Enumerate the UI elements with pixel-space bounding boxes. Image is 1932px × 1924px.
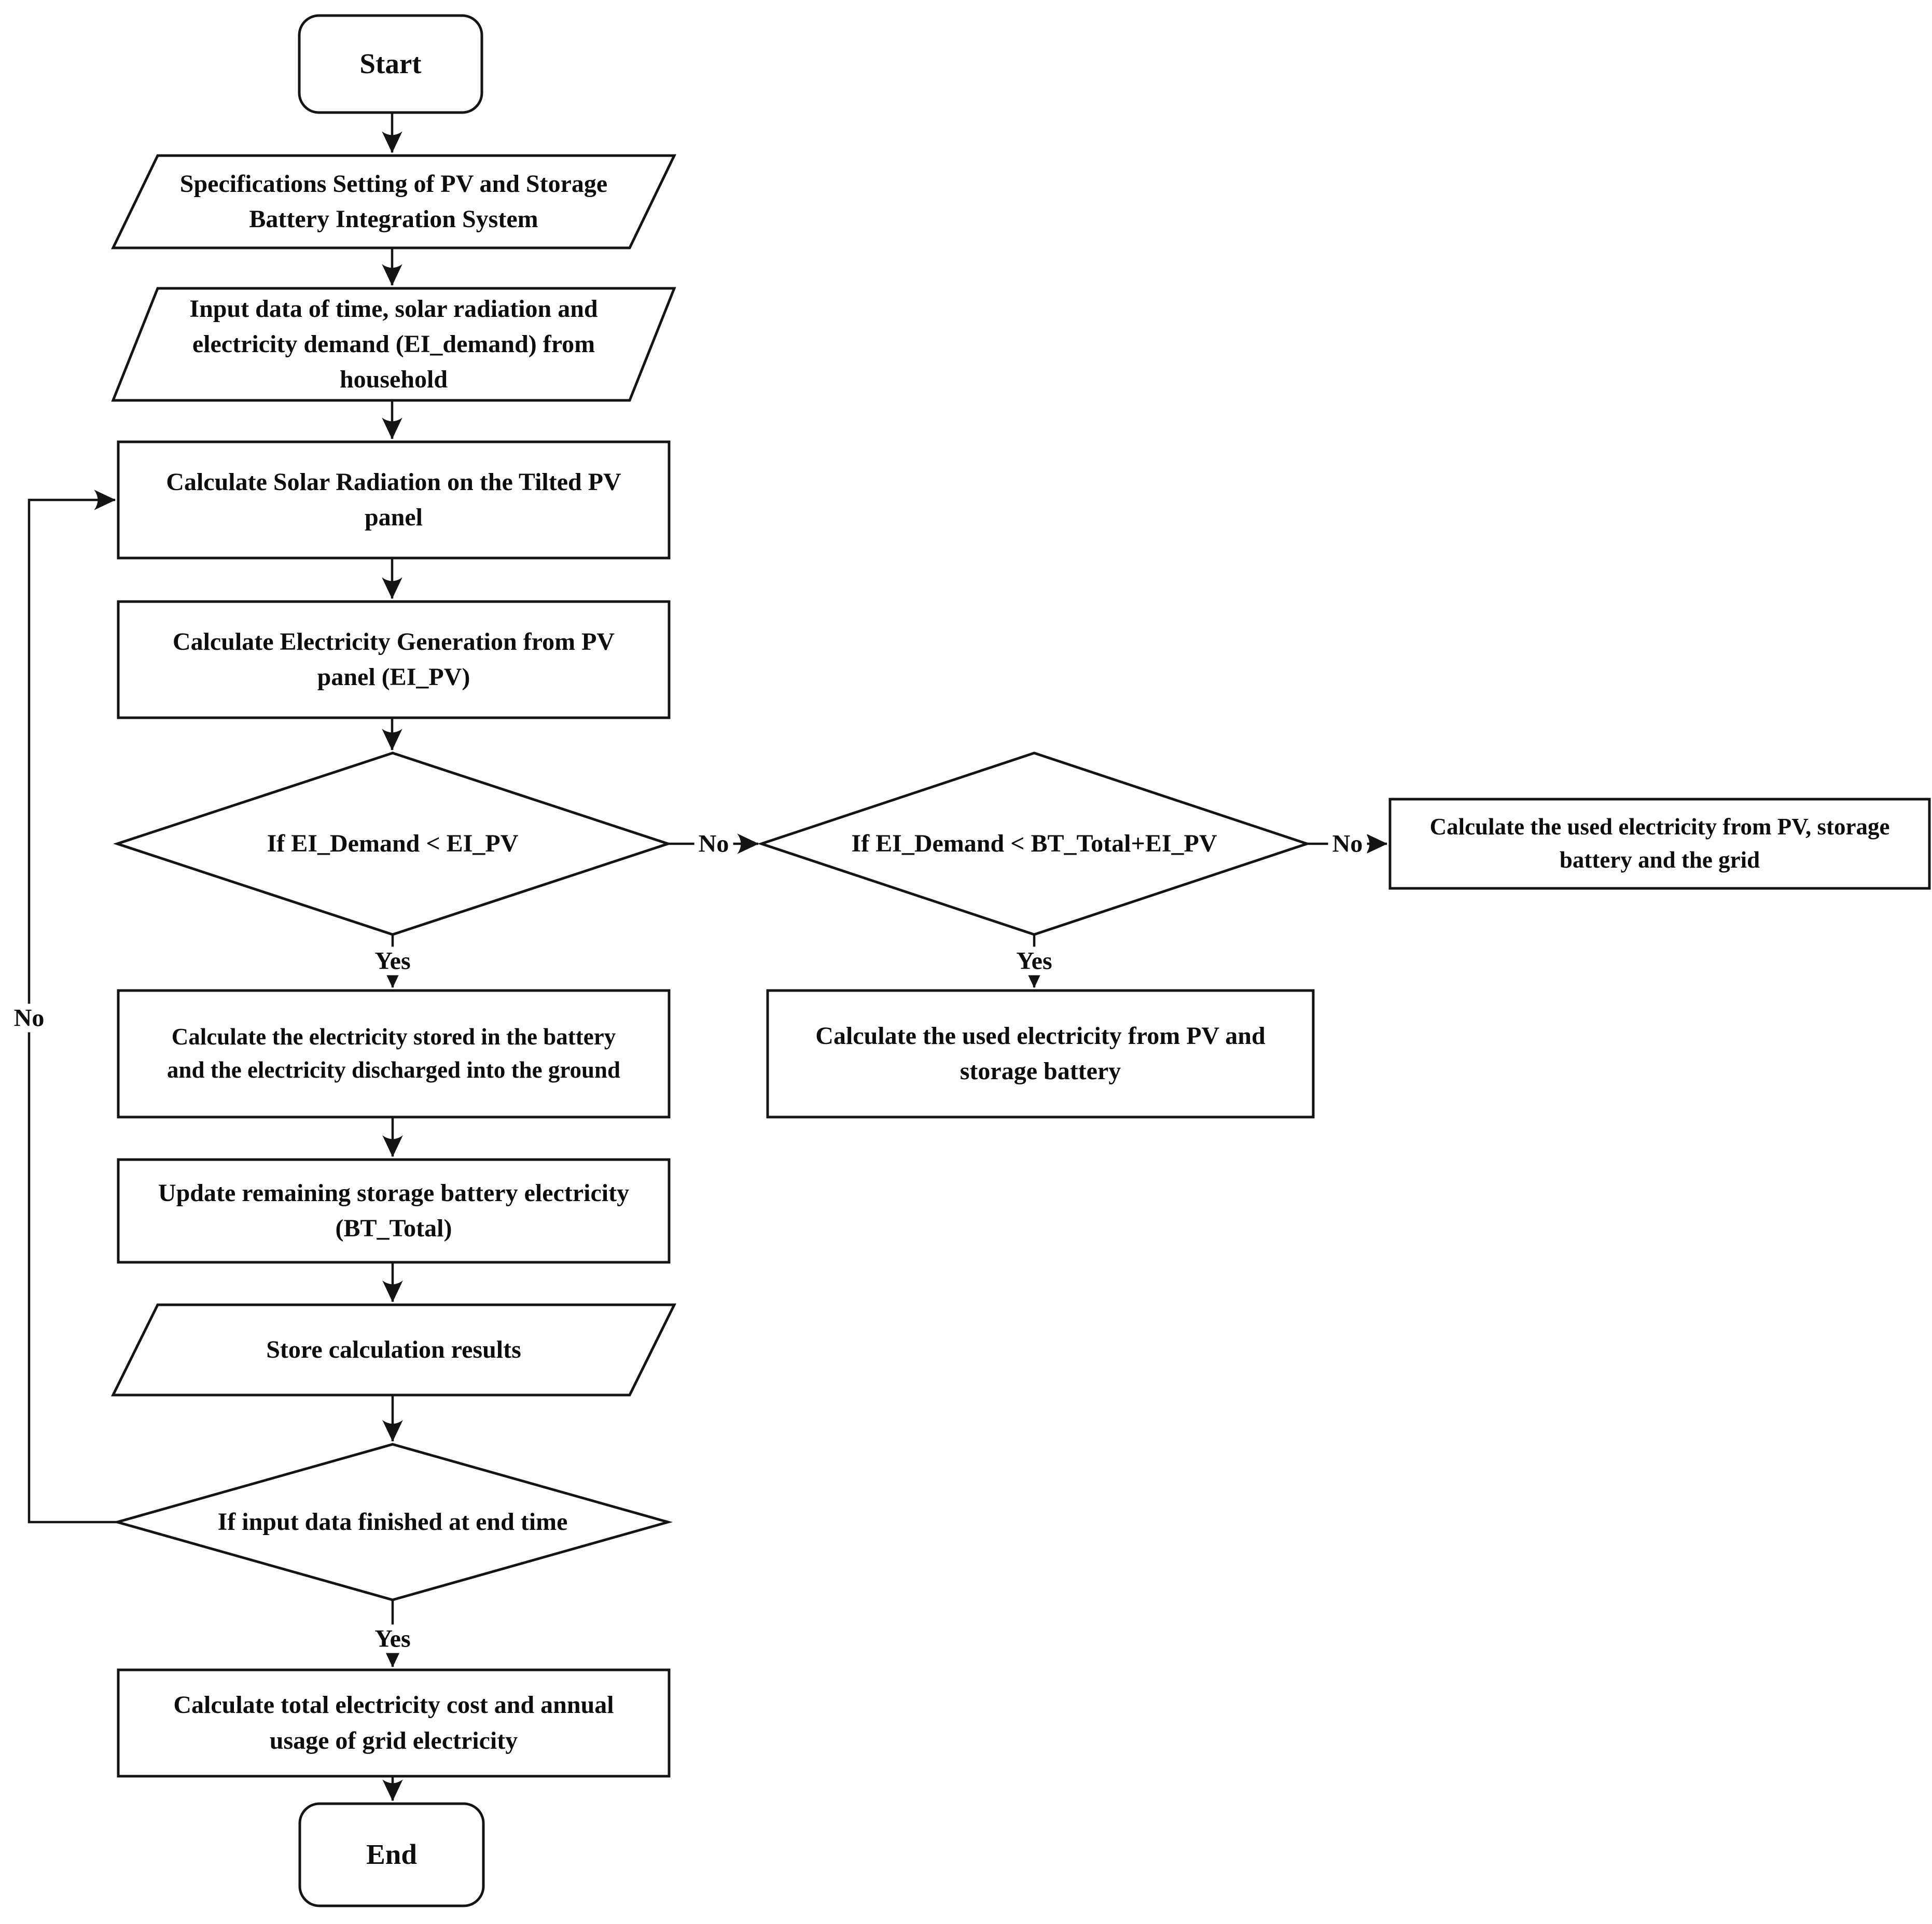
calc-pv-battery-shape bbox=[766, 989, 1315, 1119]
calc-generation-shape bbox=[117, 600, 671, 719]
update-bt-total-shape bbox=[117, 1158, 671, 1264]
input-data-parallelogram-shape bbox=[111, 287, 676, 402]
calc-pv-battery-grid-shape bbox=[1388, 798, 1931, 890]
start-terminator-shape bbox=[298, 14, 483, 114]
decision-end-time-shape bbox=[112, 1443, 673, 1601]
calc-solar-radiation-shape bbox=[117, 440, 671, 560]
store-results-parallelogram-shape bbox=[110, 1303, 677, 1397]
edge-decision3-no-loop bbox=[27, 490, 117, 1524]
end-terminator-shape bbox=[298, 1802, 485, 1907]
calc-stored-discharged-shape bbox=[117, 989, 671, 1119]
decision-demand-pv-shape bbox=[113, 751, 672, 936]
spec-setting-parallelogram-shape bbox=[111, 154, 676, 249]
calc-total-cost-shape bbox=[117, 1668, 671, 1778]
decision-demand-bt-pv-shape bbox=[757, 751, 1311, 936]
